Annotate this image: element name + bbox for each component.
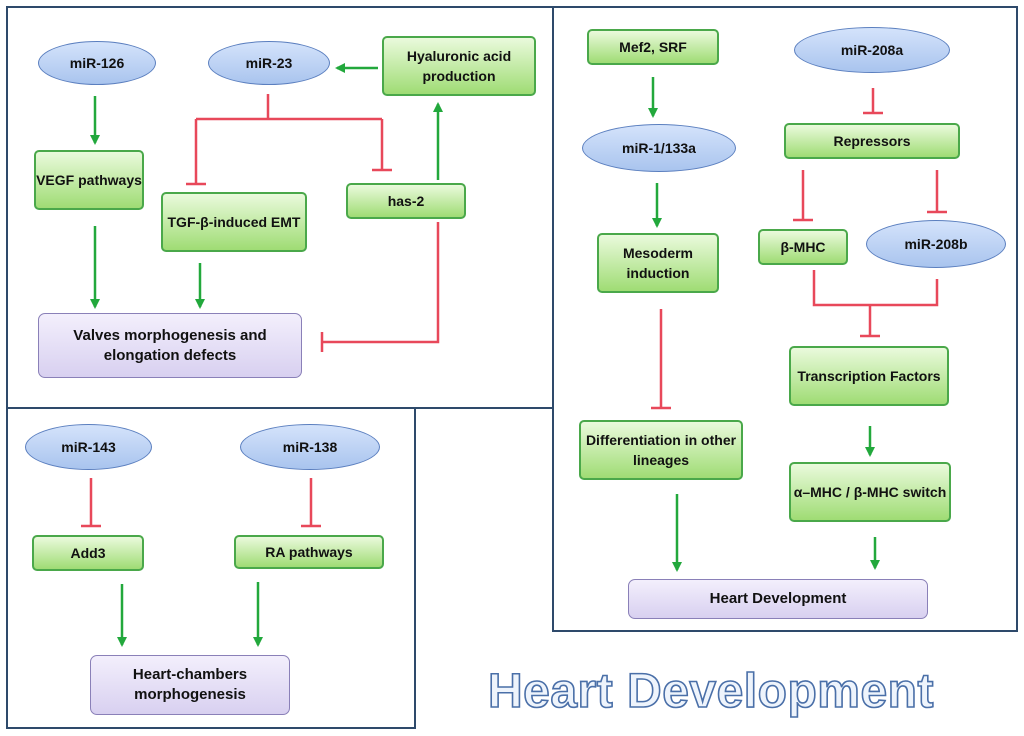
chambers-panel [6,407,416,729]
valves-morphogenesis-node: Valves morphogenesis and elongation defe… [38,313,302,378]
differentiation-node: Differentiation in other lineages [579,420,743,480]
mir-143-node: miR-143 [25,424,152,470]
repressors-node: Repressors [784,123,960,159]
tgf-beta-emt-node: TGF-β-induced EMT [161,192,307,252]
mhc-switch-node: α–MHC / β-MHC switch [789,462,951,522]
heart-development-node: Heart Development [628,579,928,619]
inhibit-mesoderm-diff [651,309,671,410]
inhibit-mir208a-repressors [863,88,883,115]
mesoderm-induction-node: Mesoderm induction [597,233,719,293]
activation-arrows [90,63,880,647]
development-panel [552,6,1018,632]
ra-pathways-node: RA pathways [234,535,384,569]
inhibit-repressors-mir208b [927,170,947,214]
heart-chambers-node: Heart-chambers morphogenesis [90,655,290,715]
vegf-pathways-node: VEGF pathways [34,150,144,210]
transcription-factors-node: Transcription Factors [789,346,949,406]
beta-mhc-node: β-MHC [758,229,848,265]
heart-development-title: Heart Development [487,664,934,719]
inhibit-merge-tf [812,270,939,338]
mir-1-133a-node: miR-1/133a [582,124,736,172]
mir-138-node: miR-138 [240,424,380,470]
inhibition-links [81,88,947,528]
inhibit-repressors-bmhc [793,170,813,222]
inhibit-has2-valves [320,222,440,352]
mir-23-node: miR-23 [208,41,330,85]
add3-node: Add3 [32,535,144,571]
mir-208b-node: miR-208b [866,220,1006,268]
mir-208a-node: miR-208a [794,27,950,73]
inhibit-mir23-targets [186,94,392,186]
inhibit-mir138-ra [301,478,321,528]
inhibit-mir143-add3 [81,478,101,528]
has-2-node: has-2 [346,183,466,219]
mir-126-node: miR-126 [38,41,156,85]
mef2-srf-node: Mef2, SRF [587,29,719,65]
hyaluronic-acid-node: Hyaluronic acid production [382,36,536,96]
